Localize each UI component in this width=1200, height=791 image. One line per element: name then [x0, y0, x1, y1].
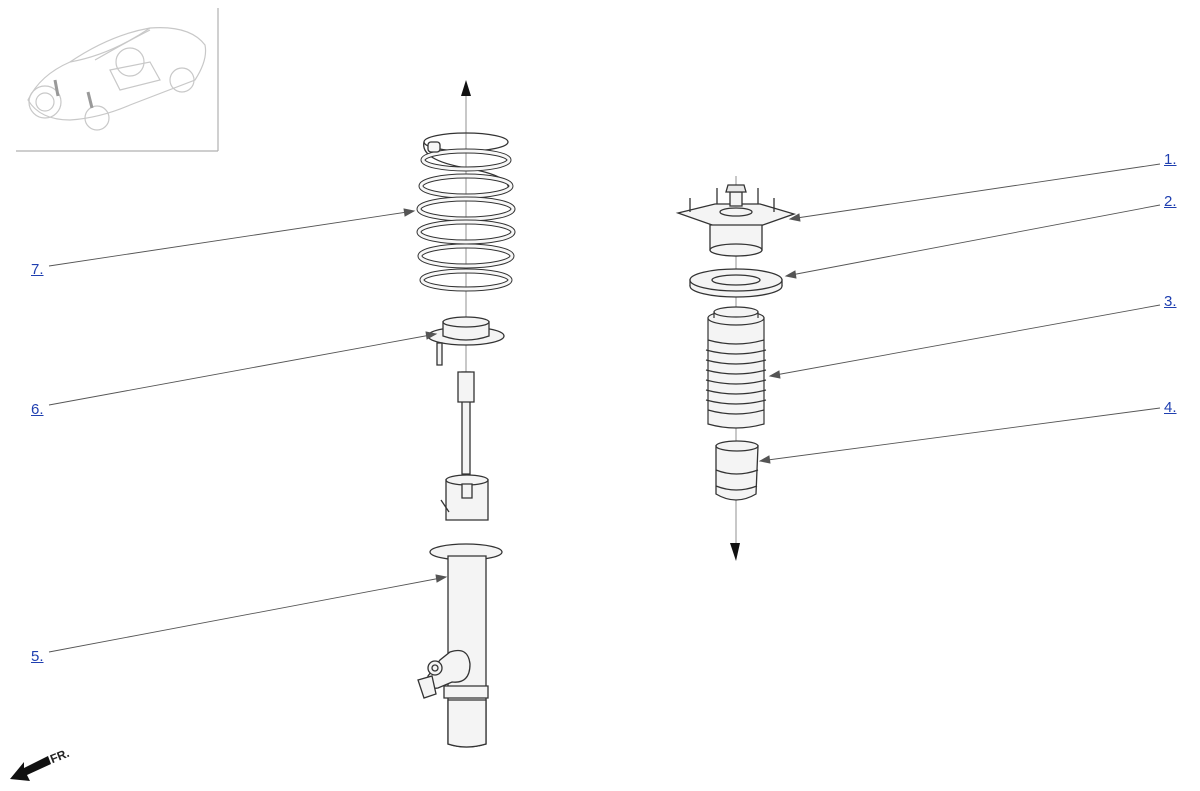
bump-stopper — [716, 441, 758, 500]
vehicle-location-thumbnail — [16, 8, 219, 152]
callout-2-link[interactable]: 2. — [1164, 193, 1177, 210]
leader-line-6 — [48, 333, 437, 406]
lower-spring-seat — [428, 317, 504, 365]
leader-line-3 — [769, 304, 1161, 377]
leader-lines — [48, 163, 1161, 653]
callout-4-link[interactable]: 4. — [1164, 399, 1177, 416]
coil-spring — [419, 133, 513, 289]
dust-boot — [706, 307, 766, 428]
callout-3-link[interactable]: 3. — [1164, 293, 1177, 310]
callout-6-link[interactable]: 6. — [31, 401, 44, 418]
front-direction-arrow — [10, 756, 51, 781]
upper-spring-seat — [690, 269, 782, 297]
down-arrow-icon — [730, 543, 740, 561]
up-arrow-icon — [461, 80, 471, 96]
callout-7-link[interactable]: 7. — [31, 261, 44, 278]
leader-line-4 — [759, 407, 1161, 462]
callout-5-link[interactable]: 5. — [31, 648, 44, 665]
leader-line-7 — [48, 210, 415, 267]
leader-line-5 — [48, 576, 447, 653]
leader-line-2 — [785, 204, 1161, 277]
leader-line-1 — [789, 163, 1161, 220]
callout-1-link[interactable]: 1. — [1164, 151, 1177, 168]
shock-absorber-strut — [418, 372, 502, 747]
upper-strut-mount — [678, 185, 794, 256]
